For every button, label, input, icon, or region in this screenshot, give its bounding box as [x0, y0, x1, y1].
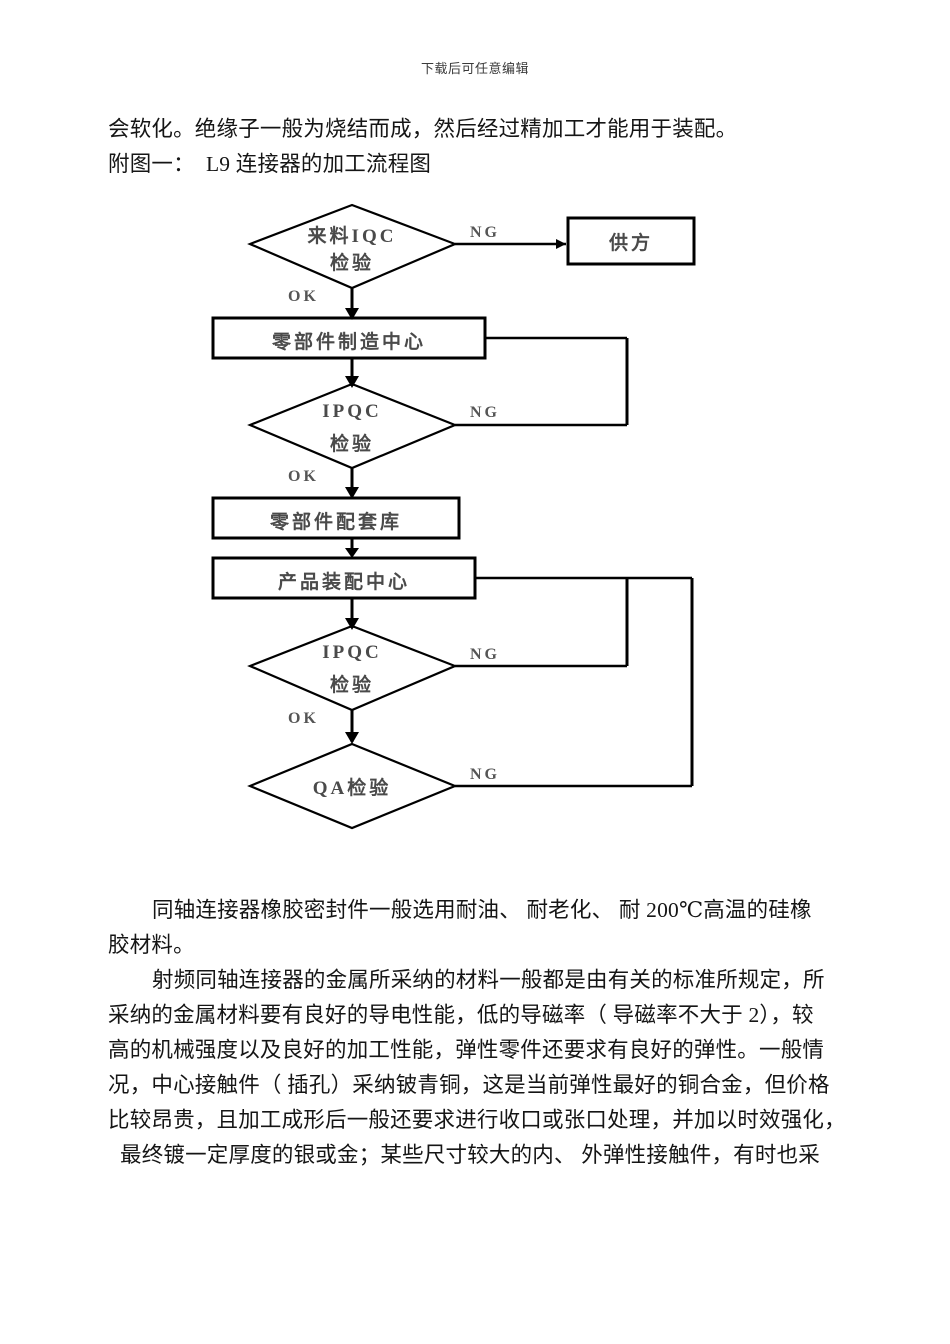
- branch-label-qa-ng: NG: [470, 766, 500, 783]
- intro-line-2: 附图一： L9 连接器的加工流程图: [108, 152, 432, 176]
- process-flowchart: 来料IQC 检验 供方 零部件制造中心 IPQC 检验 零部件配套库 产品装配中…: [0, 196, 950, 836]
- outro-paragraph-block: 同轴连接器橡胶密封件一般选用耐油、 耐老化、 耐 200℃高温的硅橡 胶材料。 …: [108, 893, 868, 1173]
- page-header-watermark: 下载后可任意编辑: [420, 61, 529, 76]
- node-label-supplier: 供方: [608, 233, 653, 254]
- outro-line-7: 比较昂贵，且加工成形后一般还要求进行收口或张口处理，并加以时效强化，: [108, 1108, 846, 1132]
- diamond-shape-ipqc-2: [247, 624, 458, 712]
- branch-label-ipqc1-ng: NG: [470, 404, 500, 421]
- outro-line-5: 高的机械强度以及良好的加工性能，弹性零件还要求有良好的弹性。一般情: [108, 1038, 825, 1062]
- branch-label-ipqc2-ng: NG: [470, 646, 500, 663]
- outro-line-6: 况，中心接触件（ 插孔）采纳铍青铜，这是当前弹性最好的铜合金，但价格: [108, 1073, 830, 1097]
- arrowhead-iqc-ng: [556, 239, 566, 249]
- branch-label-iqc-ok: OK: [288, 288, 319, 305]
- node-label-assembly-center: 产品装配中心: [277, 572, 410, 593]
- node-label-ipqc1-line1: IPQC: [322, 401, 382, 422]
- node-label-part-warehouse: 零部件配套库: [269, 512, 402, 533]
- node-label-ipqc2-line1: IPQC: [322, 642, 382, 663]
- rect-shape-supplier: [566, 216, 696, 266]
- rect-shape-part-warehouse: [211, 496, 461, 540]
- arrowhead-ipqc1-ok: [345, 487, 359, 499]
- node-label-ipqc1-line2: 检验: [329, 434, 374, 455]
- diamond-shape-qa: [247, 742, 458, 830]
- branch-label-ipqc2-ok: OK: [288, 710, 319, 727]
- outro-line-1: 同轴连接器橡胶密封件一般选用耐油、 耐老化、 耐 200℃高温的硅橡: [152, 898, 812, 922]
- branch-label-ipqc1-ok: OK: [288, 468, 319, 485]
- flowchart-canvas: [211, 203, 696, 830]
- node-label-iqc-line2: 检验: [329, 253, 374, 274]
- arrowhead-ipqc2-ok: [345, 732, 359, 744]
- node-label-iqc-line1: 来料IQC: [307, 226, 397, 247]
- arrowhead-partmfg-to-ipqc1: [345, 376, 359, 388]
- outro-line-4: 采纳的金属材料要有良好的导电性能，低的导磁率（ 导磁率不大于 2），较: [108, 1003, 814, 1027]
- branch-label-iqc-ng: NG: [470, 224, 500, 241]
- arrowhead-warehouse-to-assembly: [345, 548, 359, 558]
- node-label-part-manufacturing: 零部件制造中心: [271, 332, 426, 353]
- arrowhead-assembly-to-ipqc2: [345, 618, 359, 630]
- node-label-qa: QA检验: [312, 778, 392, 799]
- intro-line-1: 会软化。绝缘子一般为烧结而成，然后经过精加工才能用于装配。: [108, 117, 738, 141]
- outro-line-8: 最终镀一定厚度的银或金；某些尺寸较大的内、 外弹性接触件，有时也采: [120, 1143, 820, 1167]
- intro-paragraph-block: 会软化。绝缘子一般为烧结而成，然后经过精加工才能用于装配。 附图一： L9 连接…: [108, 112, 868, 182]
- node-label-ipqc2-line2: 检验: [329, 675, 374, 696]
- arrowhead-iqc-ok: [345, 308, 359, 320]
- outro-line-2: 胶材料。: [108, 933, 195, 957]
- outro-line-3: 射频同轴连接器的金属所采纳的材料一般都是由有关的标准所规定，所: [152, 968, 825, 992]
